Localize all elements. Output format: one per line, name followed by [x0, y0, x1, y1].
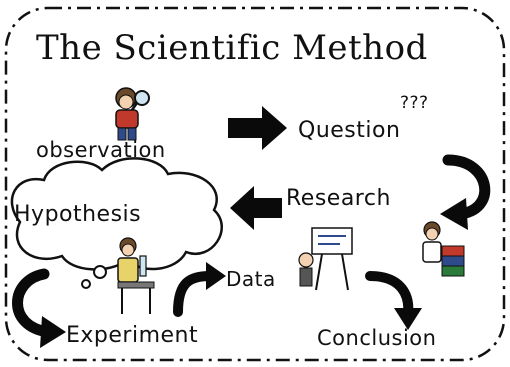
arrow-question-to-research [442, 154, 491, 220]
step-observation: observation [36, 138, 166, 162]
hypothesis-cloud-bubble [81, 279, 91, 289]
researcher-figure-icon [422, 221, 465, 277]
arrow-experiment-to-data [173, 271, 215, 317]
step-research: Research [286, 186, 391, 211]
arrow-hypothesis-to-experiment [12, 268, 54, 338]
arrow-data-to-conclusion-head [394, 308, 422, 330]
arrow-observation-to-question [228, 106, 287, 150]
arrow-experiment-to-data-head [206, 262, 226, 290]
step-experiment: Experiment [66, 323, 199, 348]
experimenter-figure-icon [117, 237, 155, 314]
step-conclusion: Conclusion [317, 326, 437, 350]
question-marks: ??? [400, 93, 429, 113]
dashed-frame [4, 6, 506, 362]
arrow-question-to-research-head [440, 198, 468, 230]
diagram-title: The Scientific Method [36, 28, 428, 68]
arrow-hypothesis-to-experiment-head [40, 316, 66, 348]
hypothesis-cloud-bubble [93, 265, 107, 279]
arrow-research-to-hypothesis [230, 186, 282, 230]
step-data: Data [226, 267, 276, 291]
step-question: Question [298, 118, 401, 143]
observer-figure-icon [115, 87, 150, 141]
presenter-figure-icon [298, 227, 353, 291]
step-hypothesis: Hypothesis [14, 202, 142, 227]
hypothesis-cloud [10, 157, 223, 271]
